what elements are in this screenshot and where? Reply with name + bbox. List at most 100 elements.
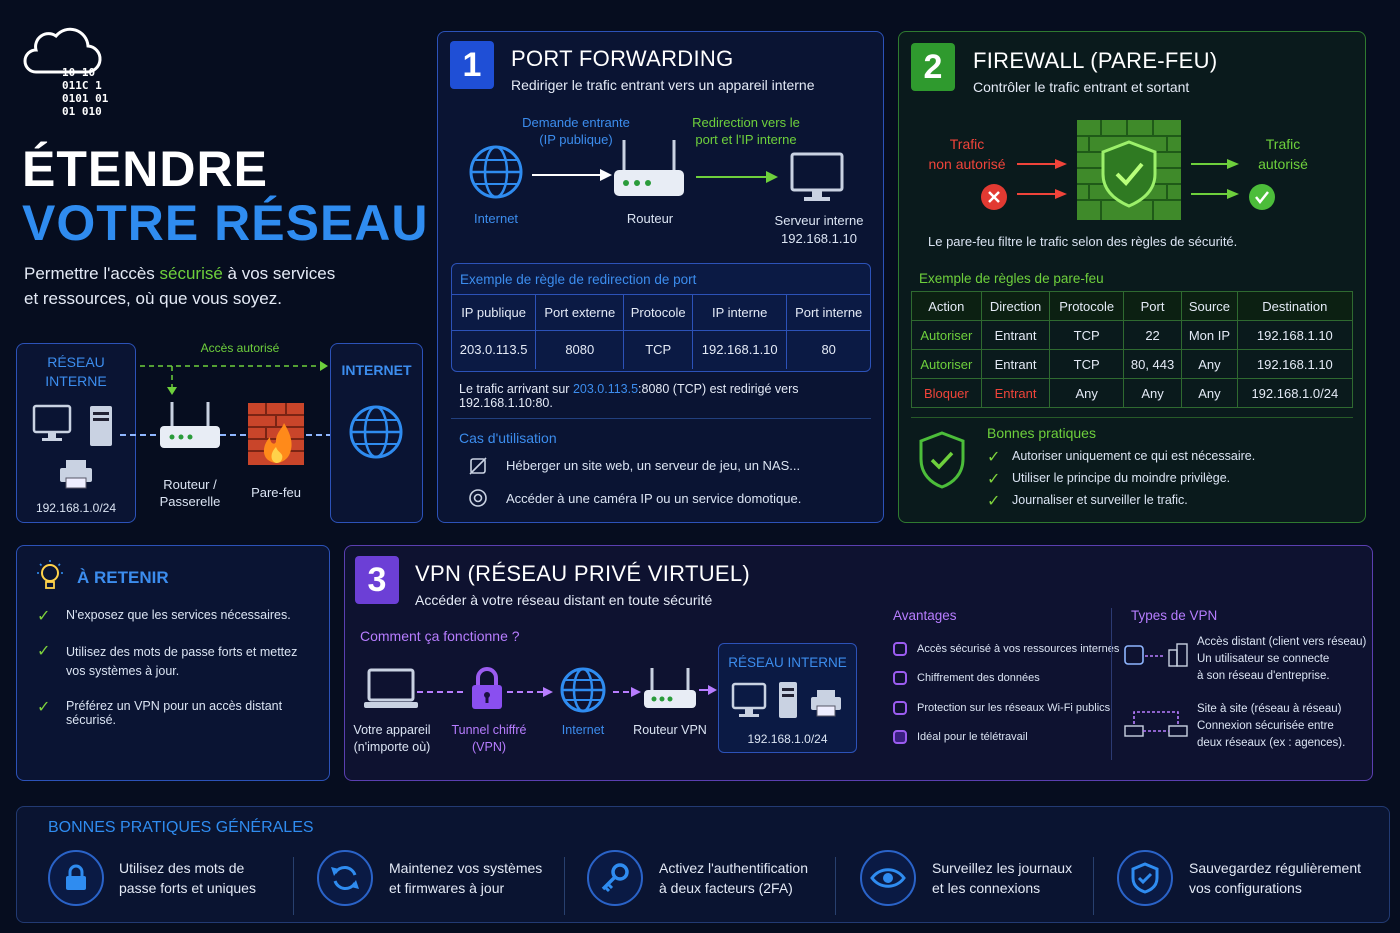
check-box-icon <box>893 671 907 685</box>
section-title: VPN (RÉSEAU PRIVÉ VIRTUEL) <box>415 561 751 586</box>
arrow-right-icon <box>696 171 778 183</box>
vpn-type-title: Site à site (réseau à réseau) <box>1197 703 1342 715</box>
general-item: Activez l'authentification à deux facteu… <box>659 858 808 898</box>
section-number: 2 <box>911 43 955 91</box>
monitor-icon <box>731 682 767 717</box>
printer-icon <box>811 690 841 717</box>
general-item-line: Surveillez les journaux <box>932 860 1073 876</box>
table-cell: 192.168.1.10 <box>1236 320 1354 350</box>
label-line: autorisé <box>1258 156 1308 172</box>
globe-icon <box>349 405 403 459</box>
section-title: FIREWALL (PARE-FEU) <box>973 48 1218 73</box>
router-icon <box>160 402 220 448</box>
section-title: PORT FORWARDING <box>511 46 734 71</box>
unauthorized-label: Trafic non autorisé <box>911 134 1023 174</box>
section-subtitle: Accéder à votre réseau distant en toute … <box>415 592 713 608</box>
table-cell: 80, 443 <box>1122 349 1183 379</box>
general-title: BONNES PRATIQUES GÉNÉRALES <box>48 819 314 836</box>
best-practice-item: Utiliser le principe du moindre privilèg… <box>1012 471 1231 485</box>
use-case-item: Héberger un site web, un serveur de jeu,… <box>506 458 801 473</box>
hero-desc-text: Permettre l'accès <box>24 264 160 283</box>
table-header: Protocole <box>623 294 693 331</box>
general-item-line: et les connexions <box>932 880 1041 896</box>
internet-label: Internet <box>561 723 605 737</box>
general-item: Maintenez vos systèmes et firmwares à jo… <box>389 858 542 898</box>
table-cell: Any <box>1181 349 1238 379</box>
blocked-traffic <box>1017 159 1067 199</box>
use-case-item: Accéder à une caméra IP ou un service do… <box>506 491 802 506</box>
shield-icon <box>1131 862 1159 894</box>
table-row: 203.0.113.5 8080 TCP 192.168.1.10 80 <box>452 330 870 369</box>
vpn-router-label: Routeur VPN <box>633 723 707 737</box>
general-item-line: vos configurations <box>1189 880 1302 896</box>
refresh-icon-circle <box>317 850 373 906</box>
divider <box>835 857 836 915</box>
server-off-icon <box>469 457 487 475</box>
redirect-label: Redirection vers le port et l'IP interne <box>676 114 816 148</box>
network-connections <box>120 361 334 436</box>
table-header: Destination <box>1236 291 1354 321</box>
divider <box>1093 857 1094 915</box>
globe-icon <box>560 667 606 713</box>
table-cell: Bloquer <box>911 378 982 408</box>
table-cell: Autoriser <box>911 349 982 379</box>
label-line: Serveur interne <box>774 213 864 228</box>
general-item-line: Activez l'authentification <box>659 860 808 876</box>
table-cell: Entrant <box>980 349 1051 379</box>
vpn-tunnel-path <box>417 687 641 697</box>
label-line: Redirection vers le <box>692 115 800 130</box>
table-cell: TCP <box>1049 349 1124 379</box>
best-practices-title: Bonnes pratiques <box>987 425 1096 441</box>
retain-item: N'exposez que les services nécessaires. <box>66 608 291 622</box>
port-rule-example: Exemple de règle de redirection de port … <box>451 263 871 372</box>
table-header: Source <box>1181 291 1238 321</box>
binary-line: 10 10 <box>62 66 96 79</box>
site-to-site-icon <box>1124 711 1188 737</box>
general-item-line: Maintenez vos systèmes <box>389 860 543 876</box>
firewall-rules-table: Action Direction Protocole Port Source D… <box>911 291 1354 408</box>
table-row: Bloquer Entrant Any Any Any 192.168.1.0/… <box>911 378 1354 408</box>
blocked-icon <box>981 184 1007 210</box>
how-it-works-title: Comment ça fonctionne ? <box>360 628 520 644</box>
label-line: RÉSEAU <box>47 354 105 370</box>
vpn-type-desc: à son réseau d'entreprise. <box>1197 670 1330 682</box>
hero-desc-highlight: sécurisé <box>159 264 223 283</box>
section-subtitle: Contrôler le trafic entrant et sortant <box>973 79 1190 95</box>
table-cell: 192.168.1.10 <box>692 330 788 369</box>
vpn-section: 3 VPN (RÉSEAU PRIVÉ VIRTUEL) Accéder à v… <box>344 545 1373 781</box>
example-title: Exemple de règle de redirection de port <box>460 272 697 287</box>
table-cell: 80 <box>821 342 836 358</box>
device-label: Votre appareil (n'importe où) <box>347 722 437 756</box>
server-label: Serveur interne 192.168.1.10 <box>764 212 874 248</box>
table-header: Port externe <box>535 294 625 331</box>
label-line: (IP publique) <box>539 132 613 147</box>
check-icon: ✓ <box>37 608 51 625</box>
label-line: Tunnel chiffré <box>451 723 527 737</box>
section-number: 1 <box>450 41 494 89</box>
printer-icon <box>60 460 92 489</box>
key-icon-circle <box>587 850 643 906</box>
table-cell: 192.168.1.10 <box>1236 349 1354 379</box>
label-line: INTERNE <box>45 373 107 389</box>
general-item-line: Sauvegardez régulièrement <box>1189 860 1361 876</box>
monitor-icon <box>790 152 844 201</box>
vpn-type-item: Site à site (réseau à réseau) Connexion … <box>1197 701 1345 752</box>
label-line: (n'importe où) <box>353 740 431 754</box>
router-icon <box>614 140 684 196</box>
table-row: Autoriser Entrant TCP 80, 443 Any 192.16… <box>911 349 1354 379</box>
table-header: Port <box>1122 291 1183 321</box>
divider <box>564 857 565 915</box>
hero-description: Permettre l'accès sécurisé à vos service… <box>24 261 364 311</box>
label-line: (VPN) <box>471 740 507 754</box>
table-header-row: Action Direction Protocole Port Source D… <box>911 291 1354 321</box>
allowed-traffic <box>1191 159 1239 199</box>
check-icon: ✓ <box>987 471 1001 488</box>
general-item-line: à deux facteurs (2FA) <box>659 880 793 896</box>
retain-title: À RETENIR <box>77 568 169 587</box>
table-header-row: IP publique Port externe Protocole IP in… <box>452 294 870 331</box>
label-line: Votre appareil <box>353 723 431 737</box>
binary-code: 10 10 011C 1 0101 01 01 010 <box>62 66 108 118</box>
best-practice-item: Journaliser et surveiller le trafic. <box>1012 493 1188 507</box>
laptop-icon <box>364 668 418 708</box>
advantage-item: Accès sécurisé à vos ressources internes <box>917 643 1120 655</box>
